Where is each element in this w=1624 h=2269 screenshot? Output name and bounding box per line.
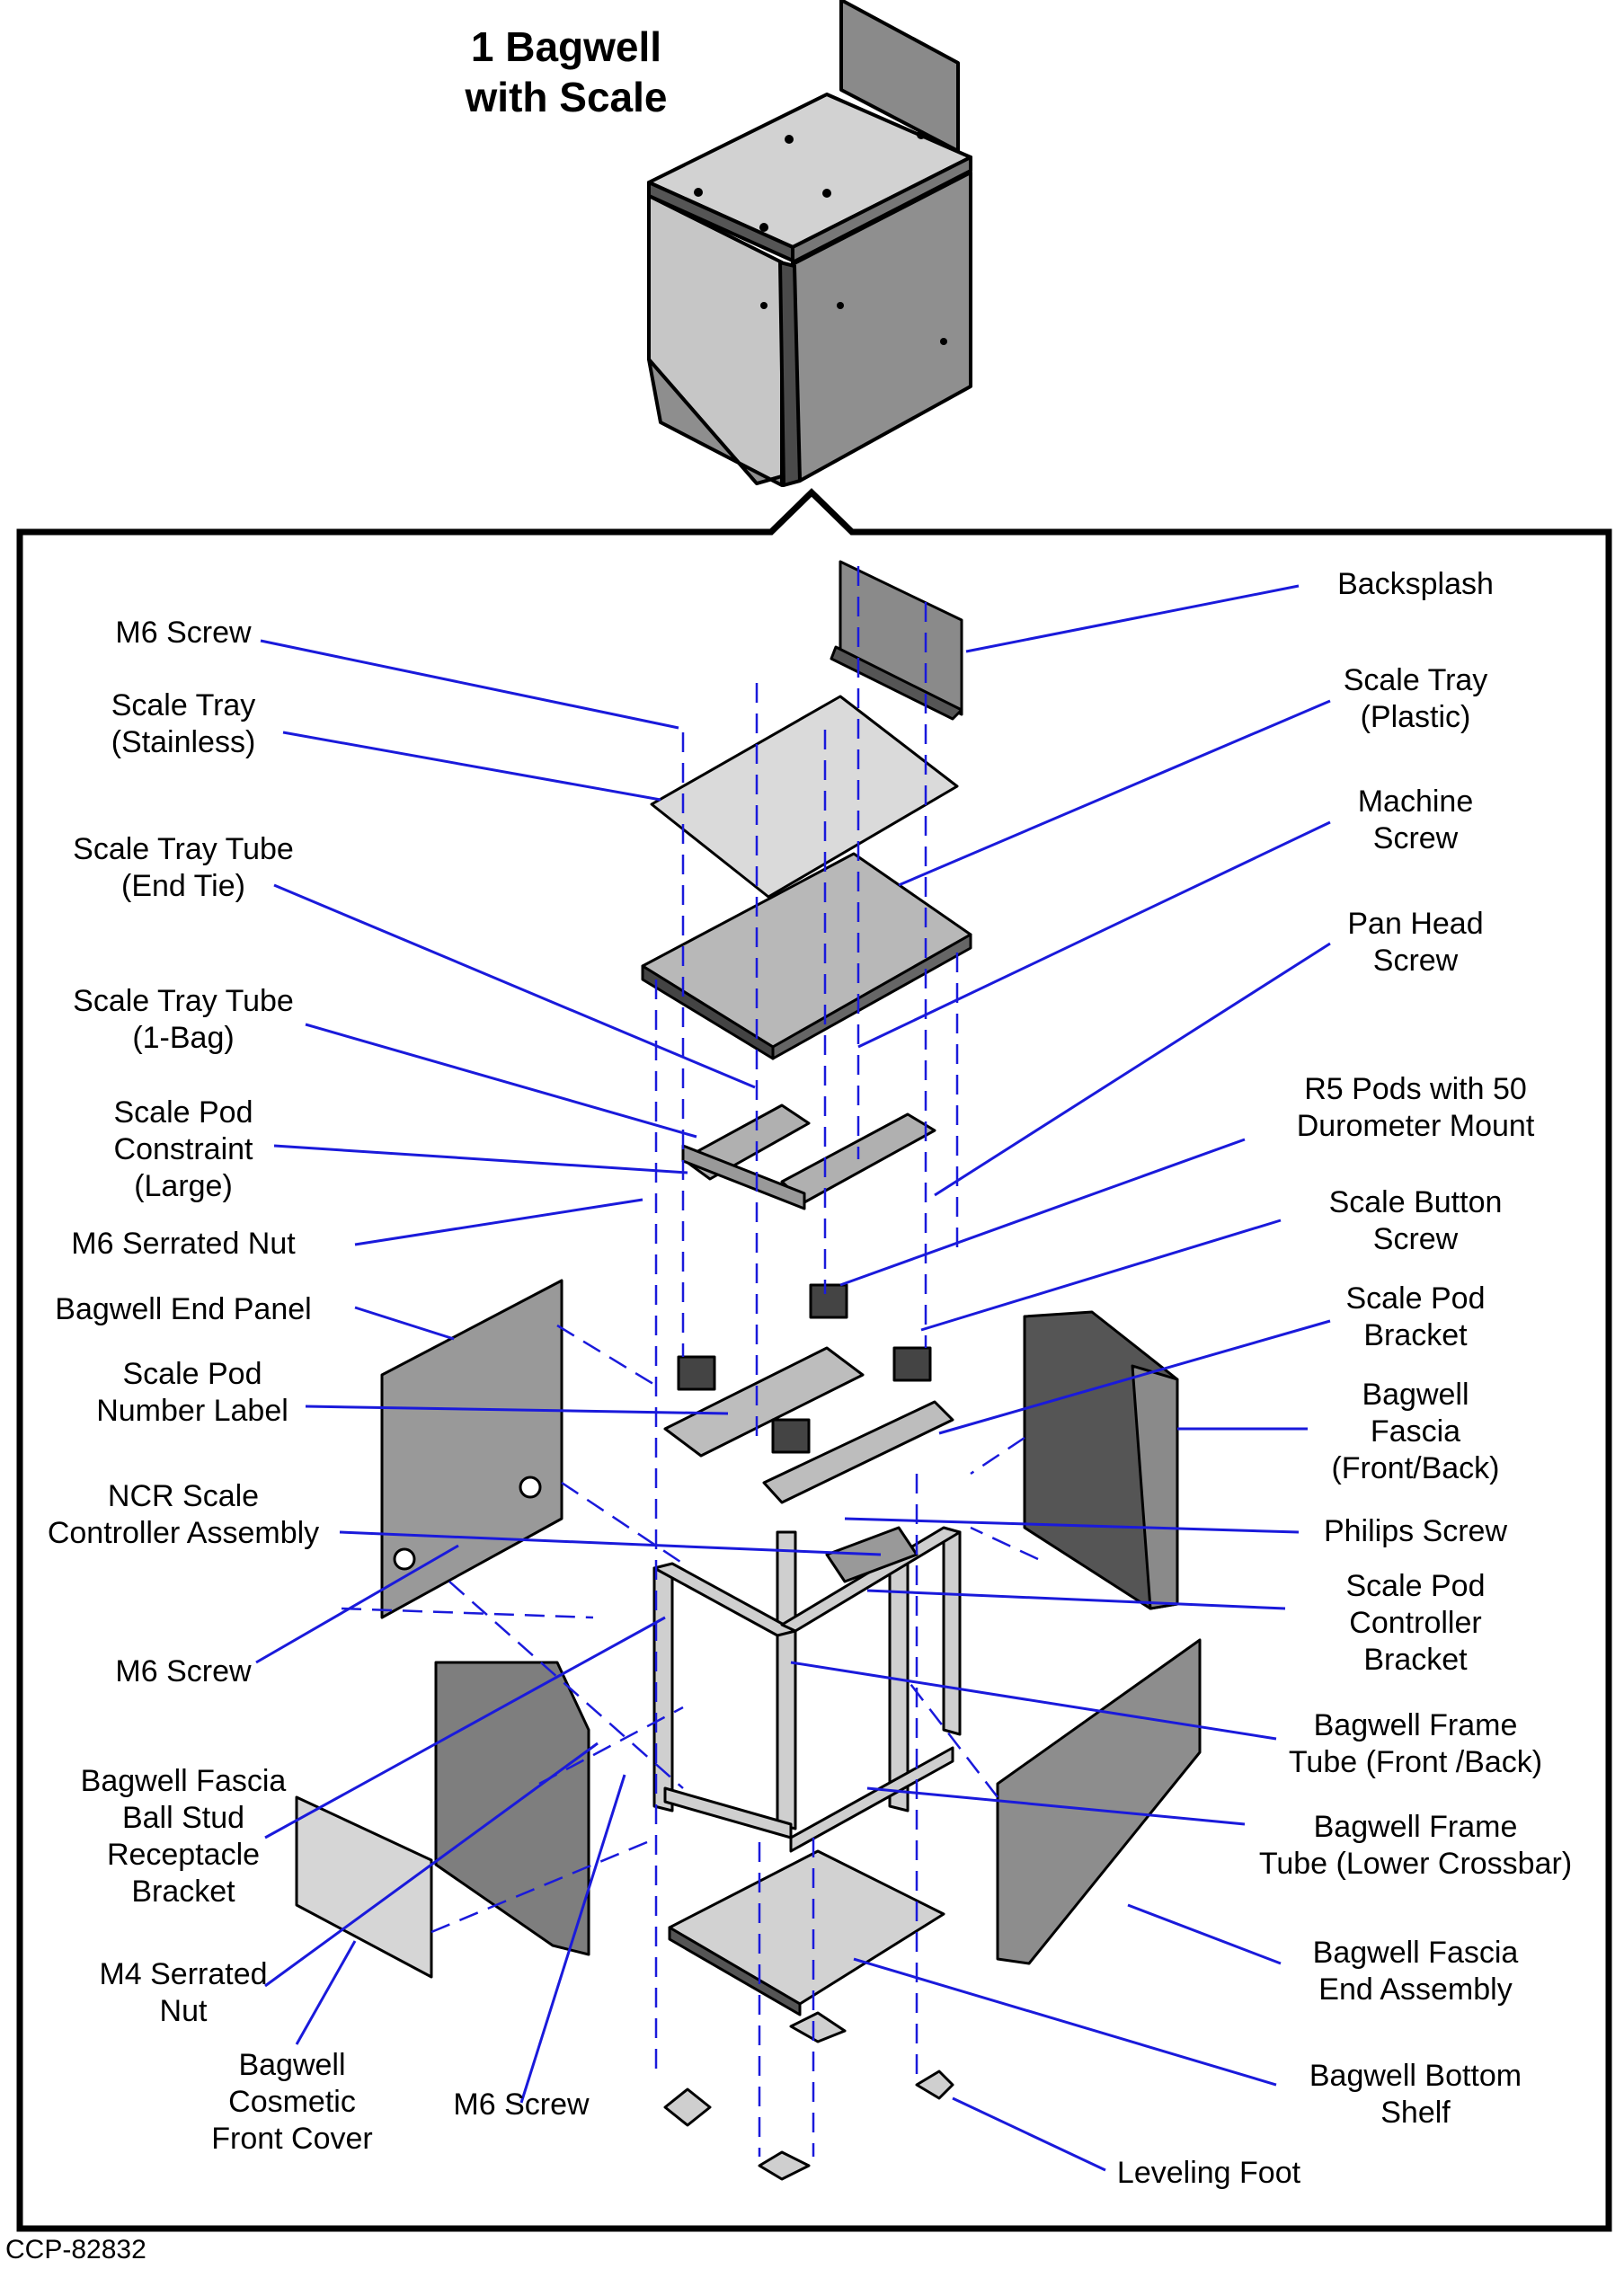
title-line-2: with Scale: [465, 74, 668, 120]
callout-machine-screw: Machine Screw: [1357, 784, 1474, 855]
callout-scale-button-screw: Scale Button Screw: [1328, 1185, 1503, 1256]
assembled-bagwell: [647, 0, 972, 487]
callout-m6-screw-bottom: M6 Screw: [453, 2087, 590, 2122]
callout-scale-pod-number-label: Scale Pod Number Label: [96, 1357, 288, 1428]
callout-bagwell-end-panel: Bagwell End Panel: [55, 1292, 312, 1326]
title-line-1: 1 Bagwell: [470, 23, 662, 70]
callout-scale-pod-bracket: Scale Pod Bracket: [1345, 1281, 1486, 1352]
callout-m4-serrated-nut: M4 Serrated Nut: [99, 1957, 268, 2028]
exploded-parts: [295, 560, 1202, 2181]
callout-m6-screw-top: M6 Screw: [115, 616, 252, 650]
callout-pan-head-screw: Pan Head Screw: [1347, 907, 1484, 978]
callout-scale-pod-constraint: Scale Pod Constraint (Large): [113, 1095, 253, 1203]
callout-bagwell-frame-tube-front-back: Bagwell Frame Tube (Front /Back): [1288, 1708, 1543, 1779]
callout-philips-screw: Philips Screw: [1323, 1514, 1508, 1548]
detail-frame: [16, 488, 1612, 2232]
assembly-guide-lines: [341, 566, 1039, 2157]
callout-backsplash: Backsplash: [1337, 567, 1494, 601]
callout-r5-pods: R5 Pods with 50 Durometer Mount: [1296, 1072, 1535, 1143]
callout-bagwell-frame-tube-lower: Bagwell Frame Tube (Lower Crossbar): [1258, 1810, 1573, 1881]
page-title: 1 Bagwell with Scale: [395, 22, 737, 122]
callout-scale-pod-controller-bracket: Scale Pod Controller Bracket: [1345, 1569, 1486, 1677]
callout-scale-tray-tube-1-bag: Scale Tray Tube (1-Bag): [73, 984, 294, 1055]
callout-bagwell-fascia-end-assembly: Bagwell Fascia End Assembly: [1312, 1936, 1519, 2007]
callout-scale-tray-tube-end-tie: Scale Tray Tube (End Tie): [73, 832, 294, 903]
callout-leveling-foot: Leveling Foot: [1116, 2156, 1301, 2190]
callout-scale-tray-plastic: Scale Tray (Plastic): [1343, 663, 1488, 734]
callout-m6-serrated-nut: M6 Serrated Nut: [71, 1227, 296, 1261]
callout-bagwell-bottom-shelf: Bagwell Bottom Shelf: [1309, 2059, 1522, 2130]
leader-lines: [255, 584, 1331, 2172]
document-id: CCP-82832: [5, 2235, 146, 2265]
callout-bagwell-cosmetic-front-cover: Bagwell Cosmetic Front Cover: [211, 2048, 373, 2156]
callout-ball-stud-bracket: Bagwell Fascia Ball Stud Receptacle Brac…: [80, 1764, 287, 1909]
callout-m6-screw-left: M6 Screw: [115, 1654, 252, 1688]
callout-bagwell-fascia-front-back: Bagwell Fascia (Front/Back): [1331, 1378, 1500, 1485]
callout-ncr-scale-controller: NCR Scale Controller Assembly: [47, 1479, 320, 1550]
callout-scale-tray-stainless: Scale Tray (Stainless): [111, 688, 256, 759]
